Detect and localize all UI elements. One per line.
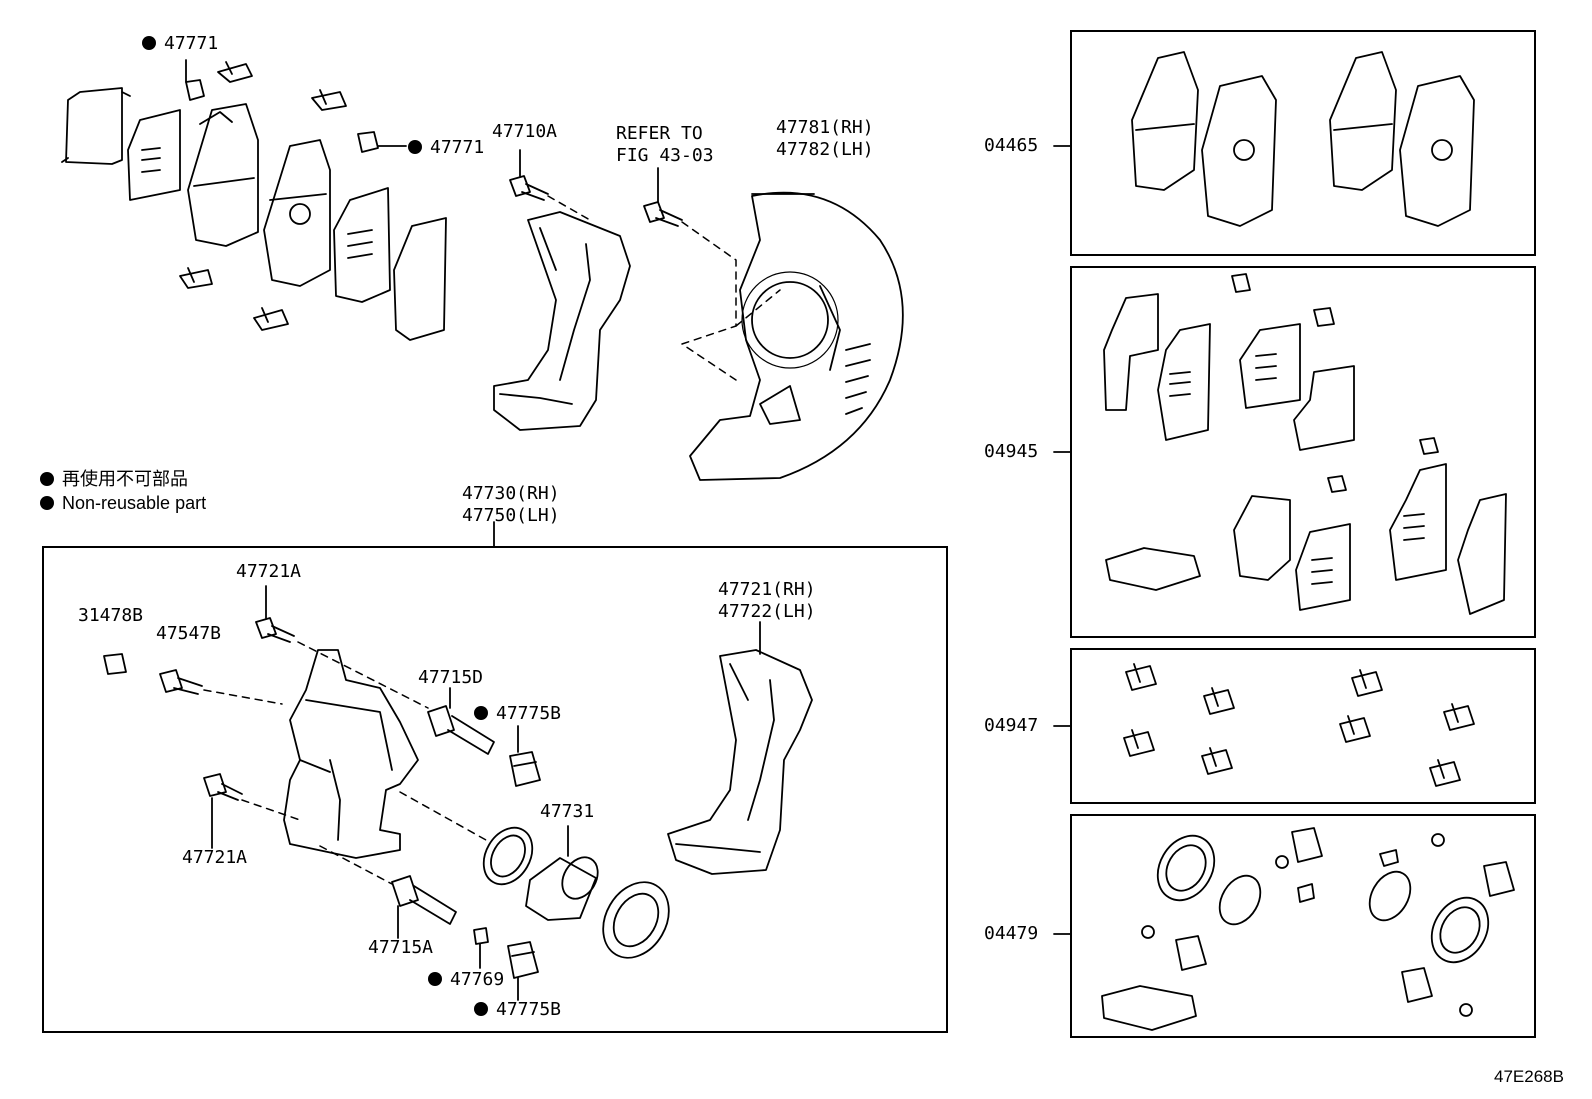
non-reusable-dot-icon xyxy=(40,472,54,486)
label-47769[interactable]: 47769 xyxy=(428,970,504,990)
label-kit-04465[interactable]: 04465 xyxy=(984,135,1039,156)
bleeder-plug-cap xyxy=(103,653,127,675)
label-47775B-bottom[interactable]: 47775B xyxy=(474,1000,561,1020)
label-47771-mid[interactable]: 47771 xyxy=(408,138,484,158)
disc-shield-bolt xyxy=(643,201,683,227)
cylinder-piston xyxy=(525,856,599,921)
label-47547B[interactable]: 47547B xyxy=(156,623,222,644)
kit-04945-shims xyxy=(1103,273,1507,615)
anti-squeal-shim-outer-2 xyxy=(393,217,447,341)
caliper-assembly-frame xyxy=(42,546,948,1033)
caliper-mounting-bolt-top xyxy=(509,175,549,201)
label-31478B[interactable]: 31478B xyxy=(78,605,144,626)
non-reusable-dot-icon xyxy=(408,140,422,154)
cylinder-boot xyxy=(602,881,670,959)
label-47721A-top[interactable]: 47721A xyxy=(236,561,302,582)
brake-pad-inner xyxy=(263,139,331,287)
legend-english: Non-reusable part xyxy=(40,492,206,514)
label-47771-top[interactable]: 47771 xyxy=(142,34,218,54)
brake-caliper-body xyxy=(283,649,419,859)
label-refer-fig[interactable]: FIG 43-03 xyxy=(616,145,714,166)
caliper-mounting-bracket-assembly xyxy=(667,649,813,875)
label-kit-04945[interactable]: 04945 xyxy=(984,441,1039,462)
label-kit-04479[interactable]: 04479 xyxy=(984,923,1039,944)
label-47715D[interactable]: 47715D xyxy=(418,667,484,688)
label-47730[interactable]: 47730(RH) xyxy=(462,483,560,504)
label-refer-to: REFER TO xyxy=(616,123,703,144)
figure-code: 47E268B xyxy=(1494,1067,1564,1086)
caliper-slide-pin-lower xyxy=(391,875,457,925)
label-47715A[interactable]: 47715A xyxy=(368,937,434,958)
non-reusable-dot-icon xyxy=(142,36,156,50)
brake-pad-outer xyxy=(187,103,259,247)
kit-04945-frame xyxy=(1070,266,1536,638)
label-47775B-top[interactable]: 47775B xyxy=(474,704,561,724)
bleeder-plug xyxy=(159,669,203,695)
slide-bushing-dust-boot-top xyxy=(509,751,541,787)
anti-squeal-shim-outer xyxy=(61,87,131,165)
slide-bushing-dust-boot-lower xyxy=(507,941,539,979)
kit-04479-frame xyxy=(1070,814,1536,1038)
non-reusable-dot-icon xyxy=(428,972,442,986)
label-47710A[interactable]: 47710A xyxy=(492,121,558,142)
pad-wear-indicator-clip xyxy=(185,79,379,153)
anti-squeal-shim-inner xyxy=(127,109,181,201)
kit-04479-cylinder-kit xyxy=(1101,827,1515,1031)
legend-japanese: 再使用不可部品 xyxy=(40,468,188,490)
kit-04947-clips xyxy=(1123,663,1475,787)
non-reusable-dot-icon xyxy=(474,706,488,720)
label-47731[interactable]: 47731 xyxy=(540,801,595,822)
kit-04465-pads xyxy=(1131,51,1475,227)
kit-04947-frame xyxy=(1070,648,1536,804)
caliper-slide-bolt-lower xyxy=(203,773,243,801)
non-reusable-dot-icon xyxy=(474,1002,488,1016)
piston-seal xyxy=(482,826,534,886)
label-47722LH[interactable]: 47722(LH) xyxy=(718,601,816,622)
kit-04465-frame xyxy=(1070,30,1536,256)
pad-support-plate-clips xyxy=(179,61,347,331)
disc-brake-dust-cover xyxy=(689,191,904,481)
label-47781[interactable]: 47781(RH) xyxy=(776,117,874,138)
caliper-slide-pin-upper xyxy=(427,705,495,755)
label-47721A-bottom[interactable]: 47721A xyxy=(182,847,248,868)
label-47782[interactable]: 47782(LH) xyxy=(776,139,874,160)
bleeder-seal-ring xyxy=(473,927,489,945)
label-47721RH[interactable]: 47721(RH) xyxy=(718,579,816,600)
anti-squeal-shim-inner-2 xyxy=(333,187,391,303)
label-47750[interactable]: 47750(LH) xyxy=(462,505,560,526)
caliper-mounting-bracket xyxy=(493,211,631,431)
label-kit-04947[interactable]: 04947 xyxy=(984,715,1039,736)
non-reusable-dot-icon xyxy=(40,496,54,510)
caliper-slide-bolt-top xyxy=(255,617,295,643)
